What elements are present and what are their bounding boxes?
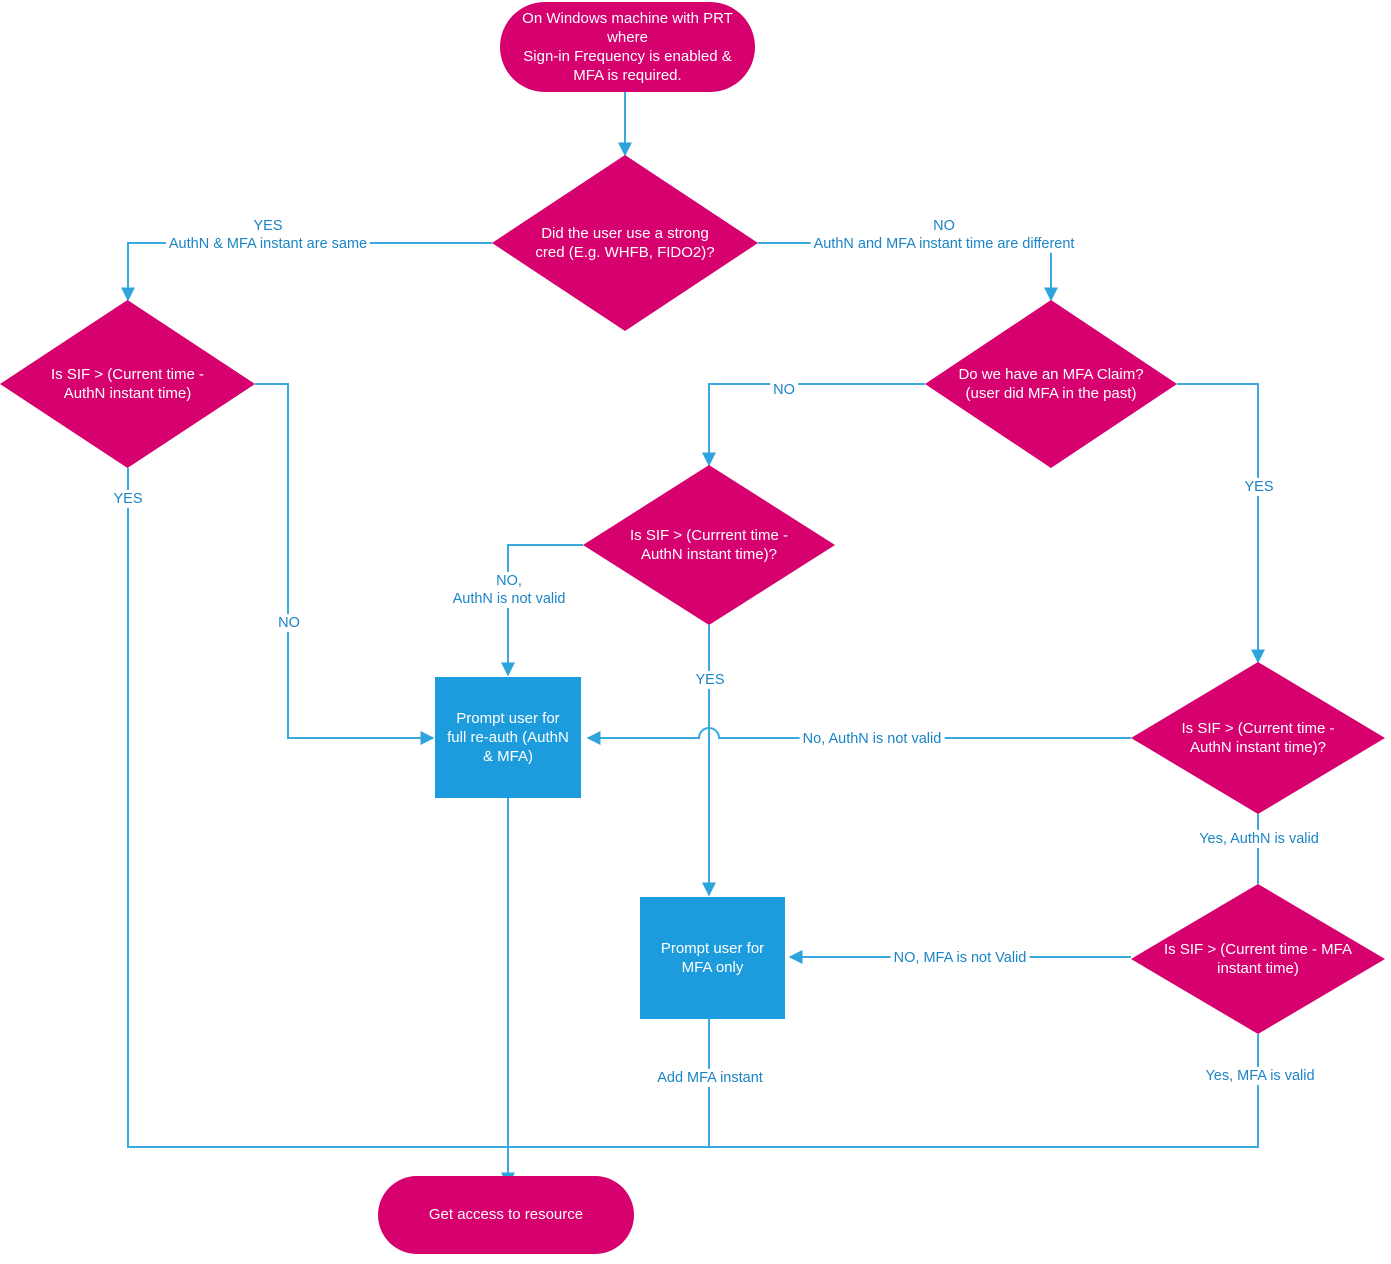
- node-start-label: On Windows machine with PRT where Sign-i…: [522, 9, 733, 85]
- node-mfa-claim-label: Do we have an MFA Claim? (user did MFA i…: [958, 365, 1144, 402]
- node-end[interactable]: Get access to resource: [378, 1176, 634, 1254]
- node-strong-cred-label: Did the user use a strong cred (E.g. WHF…: [535, 224, 715, 261]
- edge-mfaclaim-no: [702, 383, 925, 467]
- node-strong-cred[interactable]: Did the user use a strong cred (E.g. WHF…: [492, 155, 758, 331]
- node-sif-mfa-right[interactable]: Is SIF > (Current time - MFA instant tim…: [1131, 884, 1385, 1034]
- edge-label-no-different: NO AuthN and MFA instant time are differ…: [810, 216, 1078, 254]
- node-prompt-mfa-only[interactable]: Prompt user for MFA only: [640, 897, 785, 1019]
- edge-label-left-yes: YES: [110, 489, 146, 509]
- edge-right-yes-mfa-to-end: [505, 1034, 1259, 1148]
- edge-strongcred-yes: [121, 242, 492, 302]
- edge-label-claim-no: NO: [770, 380, 798, 400]
- node-sif-mfa-right-label: Is SIF > (Current time - MFA instant tim…: [1164, 940, 1352, 977]
- node-sif-authn-left-label: Is SIF > (Current time - AuthN instant t…: [51, 365, 204, 402]
- edge-label-yes-same: YES AuthN & MFA instant are same: [165, 216, 371, 254]
- node-sif-authn-right-label: Is SIF > (Current time - AuthN instant t…: [1181, 719, 1335, 756]
- node-prompt-full-reauth-label: Prompt user for full re-auth (AuthN & MF…: [447, 709, 569, 766]
- node-sif-authn-left[interactable]: Is SIF > (Current time - AuthN instant t…: [0, 300, 255, 468]
- edge-right-no-authn-to-reauth: [586, 727, 1131, 745]
- edge-label-right-no-authn: No, AuthN is not valid: [799, 729, 945, 749]
- edge-label-claim-yes: YES: [1241, 477, 1277, 497]
- node-sif-authn-right[interactable]: Is SIF > (Current time - AuthN instant t…: [1131, 662, 1385, 814]
- node-prompt-mfa-only-label: Prompt user for MFA only: [660, 939, 765, 976]
- node-sif-authn-center-label: Is SIF > (Currrent time - AuthN instant …: [630, 526, 788, 563]
- edge-label-right-yes-authn: Yes, AuthN is valid: [1196, 829, 1322, 849]
- edge-label-add-mfa-instant: Add MFA instant: [654, 1068, 766, 1088]
- edge-label-center-yes: YES: [692, 670, 728, 690]
- edge-label-center-no-not-valid: NO, AuthN is not valid: [449, 571, 569, 609]
- edge-label-left-no: NO: [275, 613, 303, 633]
- edge-center-no-to-reauth: [501, 544, 583, 677]
- node-mfa-claim[interactable]: Do we have an MFA Claim? (user did MFA i…: [925, 300, 1177, 468]
- edge-mfaclaim-yes: [1177, 383, 1265, 664]
- edge-left-no-to-reauth: [255, 383, 435, 745]
- node-start[interactable]: On Windows machine with PRT where Sign-i…: [500, 2, 755, 92]
- node-prompt-full-reauth[interactable]: Prompt user for full re-auth (AuthN & MF…: [435, 677, 581, 798]
- node-end-label: Get access to resource: [428, 1206, 584, 1224]
- edge-label-right-no-mfa: NO, MFA is not Valid: [890, 948, 1030, 968]
- edge-label-right-yes-mfa: Yes, MFA is valid: [1202, 1066, 1318, 1086]
- edge-left-yes-to-end: [127, 468, 505, 1148]
- node-sif-authn-center[interactable]: Is SIF > (Currrent time - AuthN instant …: [583, 465, 835, 625]
